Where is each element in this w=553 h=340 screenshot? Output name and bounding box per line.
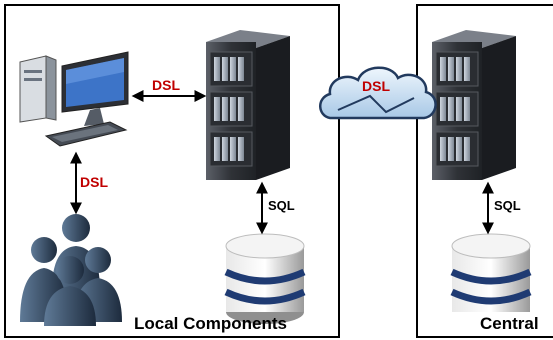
dsl-users-pc-label: DSL [80, 174, 108, 190]
server-rack-icon [206, 30, 290, 180]
database-icon [450, 233, 532, 312]
dsl-pc-server-label: DSL [152, 77, 180, 93]
server-rack-icon [432, 30, 516, 180]
central-caption: Central [480, 314, 539, 333]
user-group-icon [20, 214, 122, 326]
sql-central-label: SQL [494, 198, 521, 213]
dsl-cloud-label: DSL [362, 78, 390, 94]
database-icon [224, 233, 306, 324]
sql-local-label: SQL [268, 198, 295, 213]
local-components-caption: Local Components [134, 314, 288, 333]
desktop-computer-icon [19, 51, 129, 147]
cloud-network-icon [319, 66, 437, 120]
